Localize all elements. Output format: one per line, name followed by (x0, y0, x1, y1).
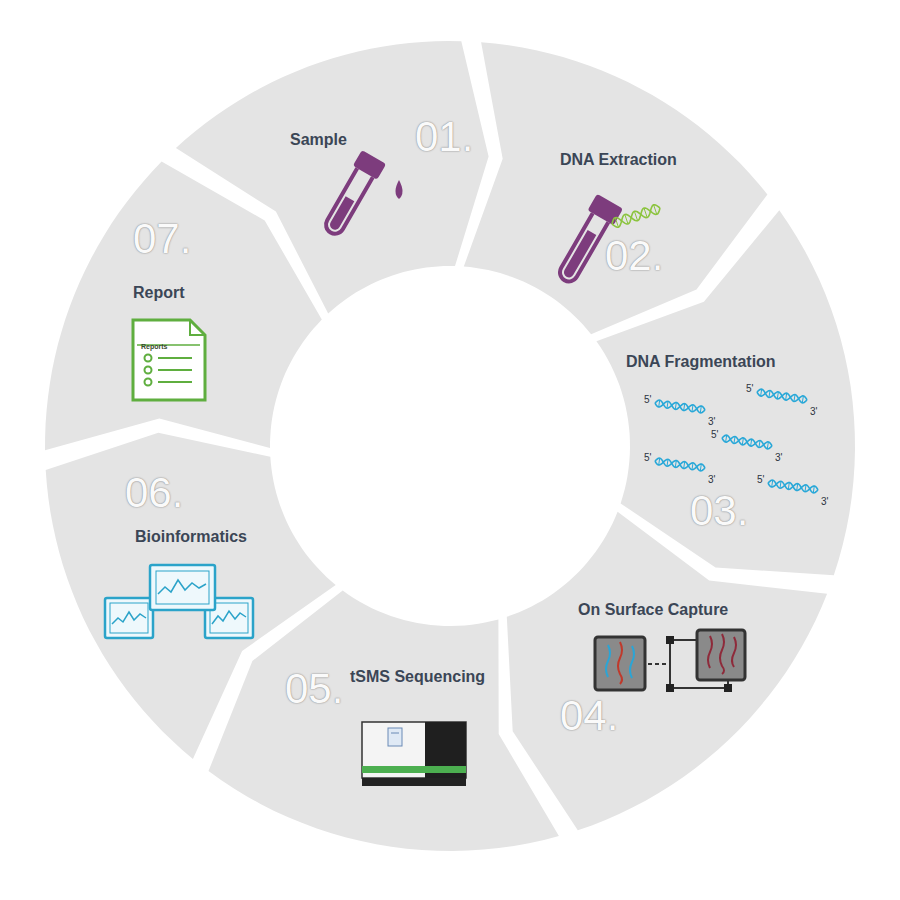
step-number: 06. (125, 472, 183, 514)
step-title: tSMS Sequencing (350, 667, 485, 686)
strand-end: 3' (708, 417, 715, 427)
step-title: DNA Extraction (560, 150, 677, 169)
step-number: 07. (133, 218, 191, 260)
text-holder: 5' (757, 469, 764, 487)
strand-end: 5' (644, 395, 651, 405)
step-title: Sample (290, 130, 347, 149)
sample-tube (318, 150, 386, 239)
text-holder: 3' (810, 401, 817, 419)
sequencer-icon (362, 722, 466, 786)
text-holder: tSMS Sequencing (350, 667, 485, 686)
strand-end: 5' (746, 384, 753, 394)
strand-end: 3' (708, 475, 715, 485)
strand-end: 5' (644, 453, 651, 463)
text-holder: 04. (560, 695, 618, 737)
step-title: Report (133, 283, 185, 302)
dna-fragments (655, 389, 818, 493)
strand-end: 5' (711, 430, 718, 440)
text-holder: 3' (821, 491, 828, 509)
text-holder: DNA Extraction (560, 150, 677, 169)
step-number: 01. (415, 116, 473, 158)
extraction-tube (552, 194, 623, 288)
dna-helix (612, 205, 660, 227)
strand-end: 5' (757, 475, 764, 485)
text-holder: 01. (415, 116, 473, 158)
text-holder: DNA Fragmentation (626, 352, 776, 371)
strand-end: 3' (810, 407, 817, 417)
text-holder: 06. (125, 472, 183, 514)
step-title: On Surface Capture (578, 600, 728, 619)
sample-drop (396, 180, 403, 199)
text-holder: 02. (605, 235, 663, 277)
report-icon (133, 320, 205, 400)
text-holder: 05. (285, 668, 343, 710)
text-holder: 3' (708, 411, 715, 429)
step-number: 02. (605, 235, 663, 277)
text-holder: 07. (133, 218, 191, 260)
text-holder: 5' (711, 424, 718, 442)
text-holder: 5' (746, 378, 753, 396)
ring-center (272, 268, 628, 624)
text-holder: 5' (644, 447, 651, 465)
step-number: 04. (560, 695, 618, 737)
text-holder: 3' (775, 447, 782, 465)
text-holder: On Surface Capture (578, 600, 728, 619)
strand-end: 3' (775, 453, 782, 463)
text-holder: Bioinformatics (135, 527, 247, 546)
capture-icon (595, 630, 745, 692)
text-holder: 5' (644, 389, 651, 407)
text-holder: Sample (290, 130, 347, 149)
segment-shape (596, 210, 855, 575)
monitor-icons (105, 565, 253, 638)
text-holder: Reports (141, 335, 167, 353)
step-title: DNA Fragmentation (626, 352, 776, 371)
strand-end: 3' (821, 497, 828, 507)
text-holder: Report (133, 283, 185, 302)
step-title: Bioinformatics (135, 527, 247, 546)
step-number: 03. (690, 490, 748, 532)
text-holder: 3' (708, 469, 715, 487)
step-number: 05. (285, 668, 343, 710)
text-holder: 03. (690, 490, 748, 532)
icon-caption: Reports (141, 343, 167, 350)
